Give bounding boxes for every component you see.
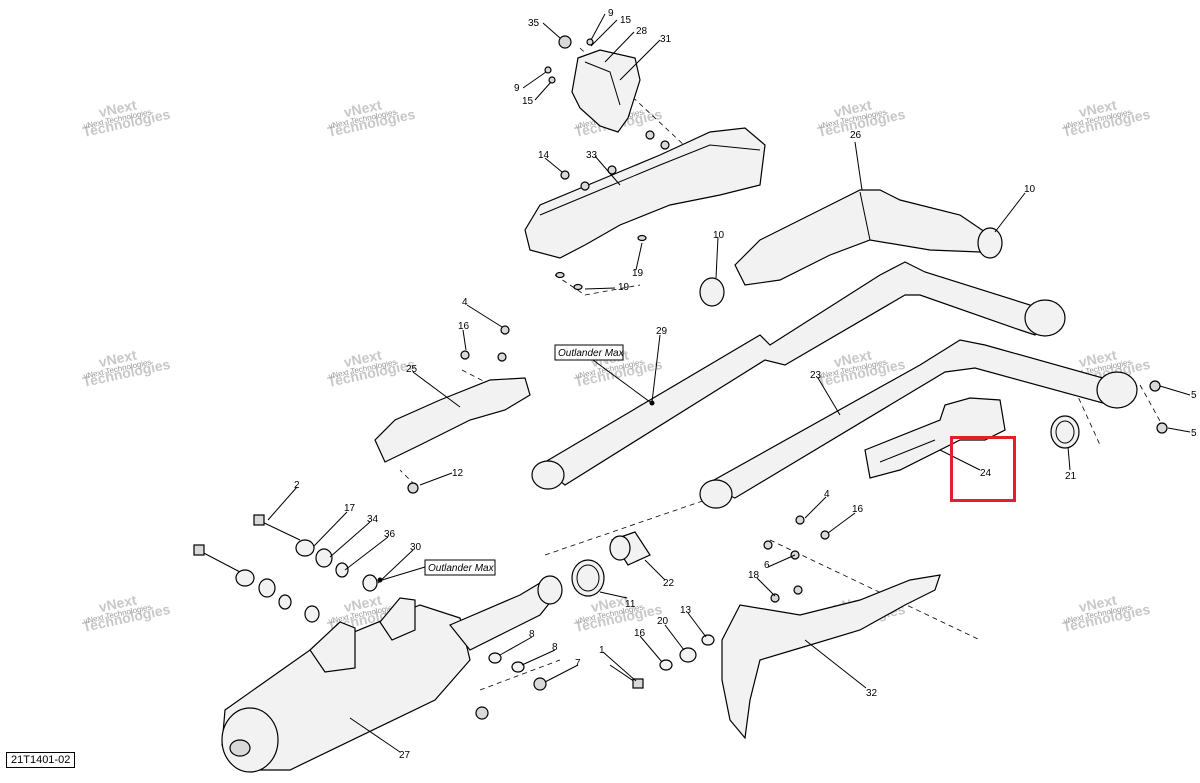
callout-4-top: 4 [462,297,468,308]
callout-19-a: 19 [632,268,644,279]
callout-16-top: 16 [458,321,470,332]
heat-shield-bracket-31 [544,35,641,133]
lower-heat-shield-32 [721,515,941,740]
diagram-reference-code: 21T1401-02 [6,752,76,768]
svg-text:vNext: vNext [1077,591,1118,615]
callout-20: 20 [657,616,669,627]
model-label-lower: Outlander Max [377,559,496,583]
callout-13: 13 [680,605,692,616]
svg-text:vNext: vNext [342,591,383,615]
callout-4-low: 4 [824,489,830,500]
callout-1: 1 [599,645,605,656]
heat-shield-25 [374,325,531,494]
catalytic-converter-26 [699,189,1003,307]
svg-text:vNext: vNext [832,96,873,120]
callout-10-right: 10 [1024,184,1036,195]
clamp-11 [571,559,605,597]
callout-35: 35 [528,18,540,29]
svg-text:vNext: vNext [97,96,138,120]
lower-hardware [475,634,715,720]
svg-text:vNext: vNext [342,96,383,120]
callout-25: 25 [406,364,418,375]
callout-11: 11 [625,599,636,610]
svg-text:vNext: vNext [342,346,383,370]
svg-text:Outlander Max: Outlander Max [428,563,495,574]
svg-text:vNext: vNext [832,346,873,370]
svg-text:vNext: vNext [1077,346,1118,370]
callout-16-low: 16 [852,504,864,515]
callout-8-b: 8 [552,642,558,653]
pipe-23 [699,339,1138,509]
callout-33: 33 [586,150,598,161]
mounting-hardware-left [193,514,378,623]
callout-28: 28 [636,26,648,37]
watermarks: vNext Technologies vNext Technologies vN… [81,96,1152,634]
callout-22: 22 [663,578,675,589]
callout-36: 36 [384,529,396,540]
svg-text:vNext: vNext [1077,96,1118,120]
callout-21: 21 [1065,471,1077,482]
callout-12: 12 [452,468,464,479]
callout-34: 34 [367,514,379,525]
highlight-box-callout-24 [950,436,1016,502]
callout-6: 6 [764,560,770,571]
callout-2: 2 [294,480,300,491]
upper-heat-shield-33 [524,127,766,291]
callout-15-top: 15 [620,15,632,26]
seal-ring-21 [1050,415,1080,449]
gasket-24 [864,397,1006,479]
callout-18: 18 [748,570,760,581]
callout-15-left: 15 [522,96,534,107]
sleeve-22 [609,531,651,566]
callout-14: 14 [538,150,550,161]
model-label-upper: Outlander Max [554,344,655,406]
callout-9-top: 9 [608,8,614,19]
intermediate-pipe-29 [531,261,1066,490]
callout-5-b: 5 [1191,428,1197,439]
muffler-27 [221,575,563,773]
callout-8-a: 8 [529,629,535,640]
callout-30: 30 [410,542,422,553]
svg-text:Outlander Max: Outlander Max [558,348,625,359]
callout-27: 27 [399,750,411,761]
callout-31: 31 [660,34,672,45]
leader-lines [267,13,1191,753]
callout-17: 17 [344,503,356,514]
callout-16-bottom: 16 [634,628,646,639]
svg-text:vNext: vNext [97,591,138,615]
callout-numbers: 35 9 15 28 31 9 15 33 14 19 19 26 10 10 … [294,8,1197,761]
callout-9-left: 9 [514,83,520,94]
callout-10-left: 10 [713,230,725,241]
callout-23: 23 [810,370,822,381]
callout-7: 7 [575,658,581,669]
svg-text:vNext: vNext [97,346,138,370]
callout-5-a: 5 [1191,390,1197,401]
callout-19-b: 19 [618,282,630,293]
callout-32: 32 [866,688,878,699]
callout-26: 26 [850,130,862,141]
svg-text:vNext: vNext [589,591,630,615]
callout-29: 29 [656,326,668,337]
callout-24: 24 [980,468,992,479]
flange-nuts-5 [1149,380,1168,434]
